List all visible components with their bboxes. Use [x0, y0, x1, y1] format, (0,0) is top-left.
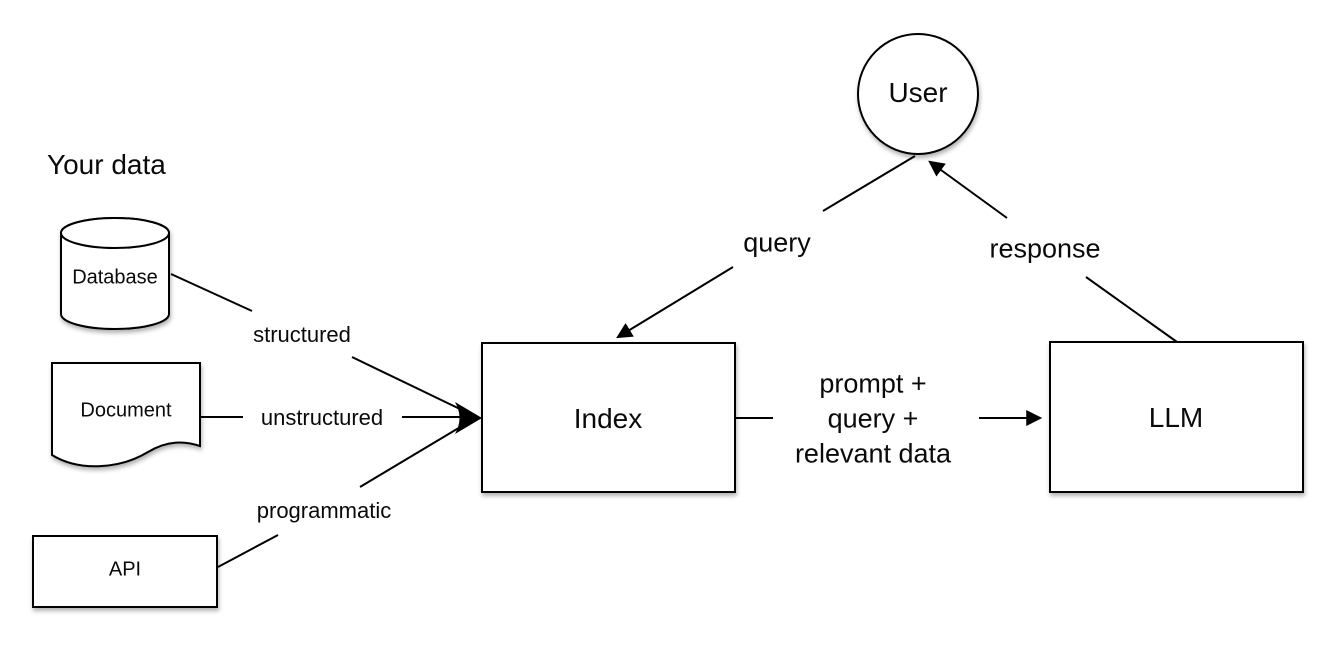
api-box [32, 535, 218, 608]
index-inflow-arrowhead-icon [455, 402, 482, 434]
response-label: response [989, 233, 1101, 264]
edge-database-structured [170, 273, 253, 312]
index-label: Index [573, 403, 643, 434]
user-circle [857, 33, 979, 155]
prompt-query-data-label: prompt + query + relevant data [795, 367, 951, 472]
prompt-label-line1: prompt + [819, 368, 927, 399]
programmatic-label: programmatic [256, 498, 392, 523]
edge-user-query [822, 155, 916, 212]
unstructured-label: unstructured [260, 405, 384, 430]
document-label: Document [80, 399, 172, 422]
section-title-your-data: Your data [47, 149, 166, 180]
query-label: query [743, 227, 811, 258]
prompt-label-line3: relevant data [794, 438, 952, 469]
database-label: Database [72, 266, 158, 289]
edge-query-index-arrow [616, 266, 734, 339]
api-label: API [108, 558, 142, 581]
llm-box [1049, 341, 1304, 493]
prompt-label-line2: query + [827, 403, 919, 434]
document-shape-icon [51, 362, 201, 468]
user-label: User [888, 77, 948, 108]
index-box [481, 342, 736, 493]
edge-api-programmatic [217, 534, 279, 568]
database-cylinder-icon [60, 217, 170, 330]
edge-response-user-arrow [928, 160, 1008, 219]
edge-llm-response [1085, 276, 1178, 343]
shapes-group [32, 33, 1304, 608]
structured-label: structured [253, 322, 351, 347]
edge-structured-index [351, 356, 463, 411]
edge-programmatic-index [359, 425, 463, 488]
llm-label: LLM [1148, 402, 1204, 433]
edges-group [170, 155, 1178, 568]
